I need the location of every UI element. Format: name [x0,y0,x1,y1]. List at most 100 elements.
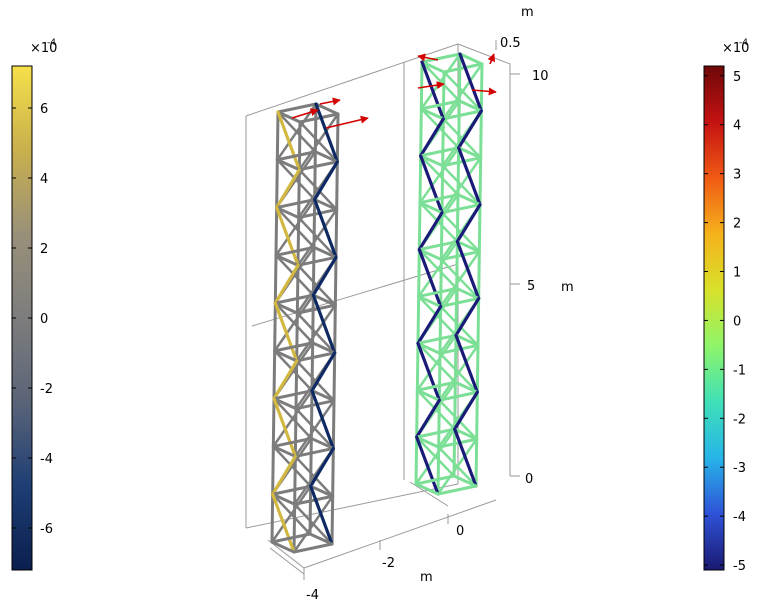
legend-tick-label: 4 [733,119,741,134]
truss-column [333,303,337,355]
truss-ring-member [414,482,440,496]
z-axis-unit: m [561,280,574,295]
truss-column [274,206,279,257]
legend-tick-label: 0 [733,314,741,329]
truss-ring-member [438,343,480,355]
truss-stressed-member [273,263,300,305]
truss-compression-member [454,296,481,337]
truss-stressed-member [271,454,297,496]
truss-column [311,245,316,297]
truss-column [417,248,421,298]
truss-column [271,397,276,448]
right-legend-multiplier: ×10 [722,41,749,56]
truss-ring-member [294,399,336,411]
truss-ring-member [273,349,299,363]
truss-column [293,407,298,458]
truss-stressed-member [275,168,301,210]
truss-ring-member [293,446,335,458]
truss-ring-member [437,437,479,449]
truss-ring-member [273,341,315,353]
truss-column [441,70,446,121]
truss-ring-member [275,150,317,162]
right-truss-tower [414,52,484,496]
legend-tick-label: -5 [733,559,746,574]
left-legend-multiplier: ×10 [30,41,57,56]
truss-column [297,120,302,172]
truss-ring-member [311,341,337,355]
truss-ring-member [271,436,313,448]
truss-column [456,146,461,197]
truss-ring-member [272,397,298,411]
truss-column [438,304,443,355]
right-colorbar [703,65,725,571]
truss-column [313,150,317,202]
truss-column [273,301,277,353]
truss-ring-member [417,286,459,298]
truss-column [440,164,445,215]
truss-ring-member [272,389,314,401]
legend-tick-label: -6 [40,522,53,537]
truss-diagonal [414,427,456,486]
truss-column [436,445,441,496]
truss-compression-member [455,239,481,301]
truss-ring-member [436,484,478,496]
truss-diagonal [416,334,458,392]
truss-compression-member [457,109,483,150]
truss-diagonal [438,344,480,402]
x-tick-label-m4: -4 [306,588,319,603]
truss-compression-member [309,446,335,488]
truss-column [415,388,419,439]
truss-column [417,201,422,252]
truss-diagonal [295,303,337,363]
truss-ring-member [455,240,481,254]
truss-ring-member [417,248,443,262]
truss-stressed-member [271,492,296,554]
truss-column [273,253,278,305]
truss-diagonal [273,293,315,353]
truss-ring-member [415,380,457,392]
truss-column [437,351,442,402]
truss-column [437,398,441,449]
truss-ring-member [418,201,444,215]
truss-column [270,492,275,544]
truss-ring-member [419,99,461,111]
truss-ring-member [297,160,339,172]
truss-ring-member [309,436,335,450]
truss-column [415,341,420,392]
truss-column [477,203,482,254]
truss-column [419,60,424,111]
load-arrow [325,115,369,129]
truss-compression-member [310,351,337,393]
truss-ring-member [275,158,301,172]
truss-compression-member [453,427,478,488]
truss-column [292,502,297,554]
truss-diagonal [418,146,460,204]
left-legend-exponent: -4 [47,38,56,48]
x-tick-label-0: 0 [456,524,464,539]
truss-compression-member [453,390,479,431]
truss-ring-member [457,146,483,160]
truss-ring-member [313,150,339,164]
truss-column [452,427,457,478]
truss-ring-member [455,286,481,300]
truss-column [312,198,317,249]
truss-column [335,160,339,212]
truss-ring-member [309,484,335,498]
truss-column [475,343,480,394]
z-tick-label-5: 5 [527,279,535,294]
truss-compression-member [314,102,339,164]
truss-ring-member [273,293,315,305]
truss-column [477,250,481,300]
truss-column [295,311,299,363]
truss-ring-member [452,474,478,488]
truss-ring-member [276,110,302,124]
load-arrow [417,81,445,90]
truss-ring-member [312,245,338,259]
truss-ring-member [414,474,456,486]
truss-compression-member [311,255,338,297]
legend-tick-label: -4 [733,510,746,525]
truss-ring-member [457,99,483,113]
truss-ring-member [310,389,336,403]
